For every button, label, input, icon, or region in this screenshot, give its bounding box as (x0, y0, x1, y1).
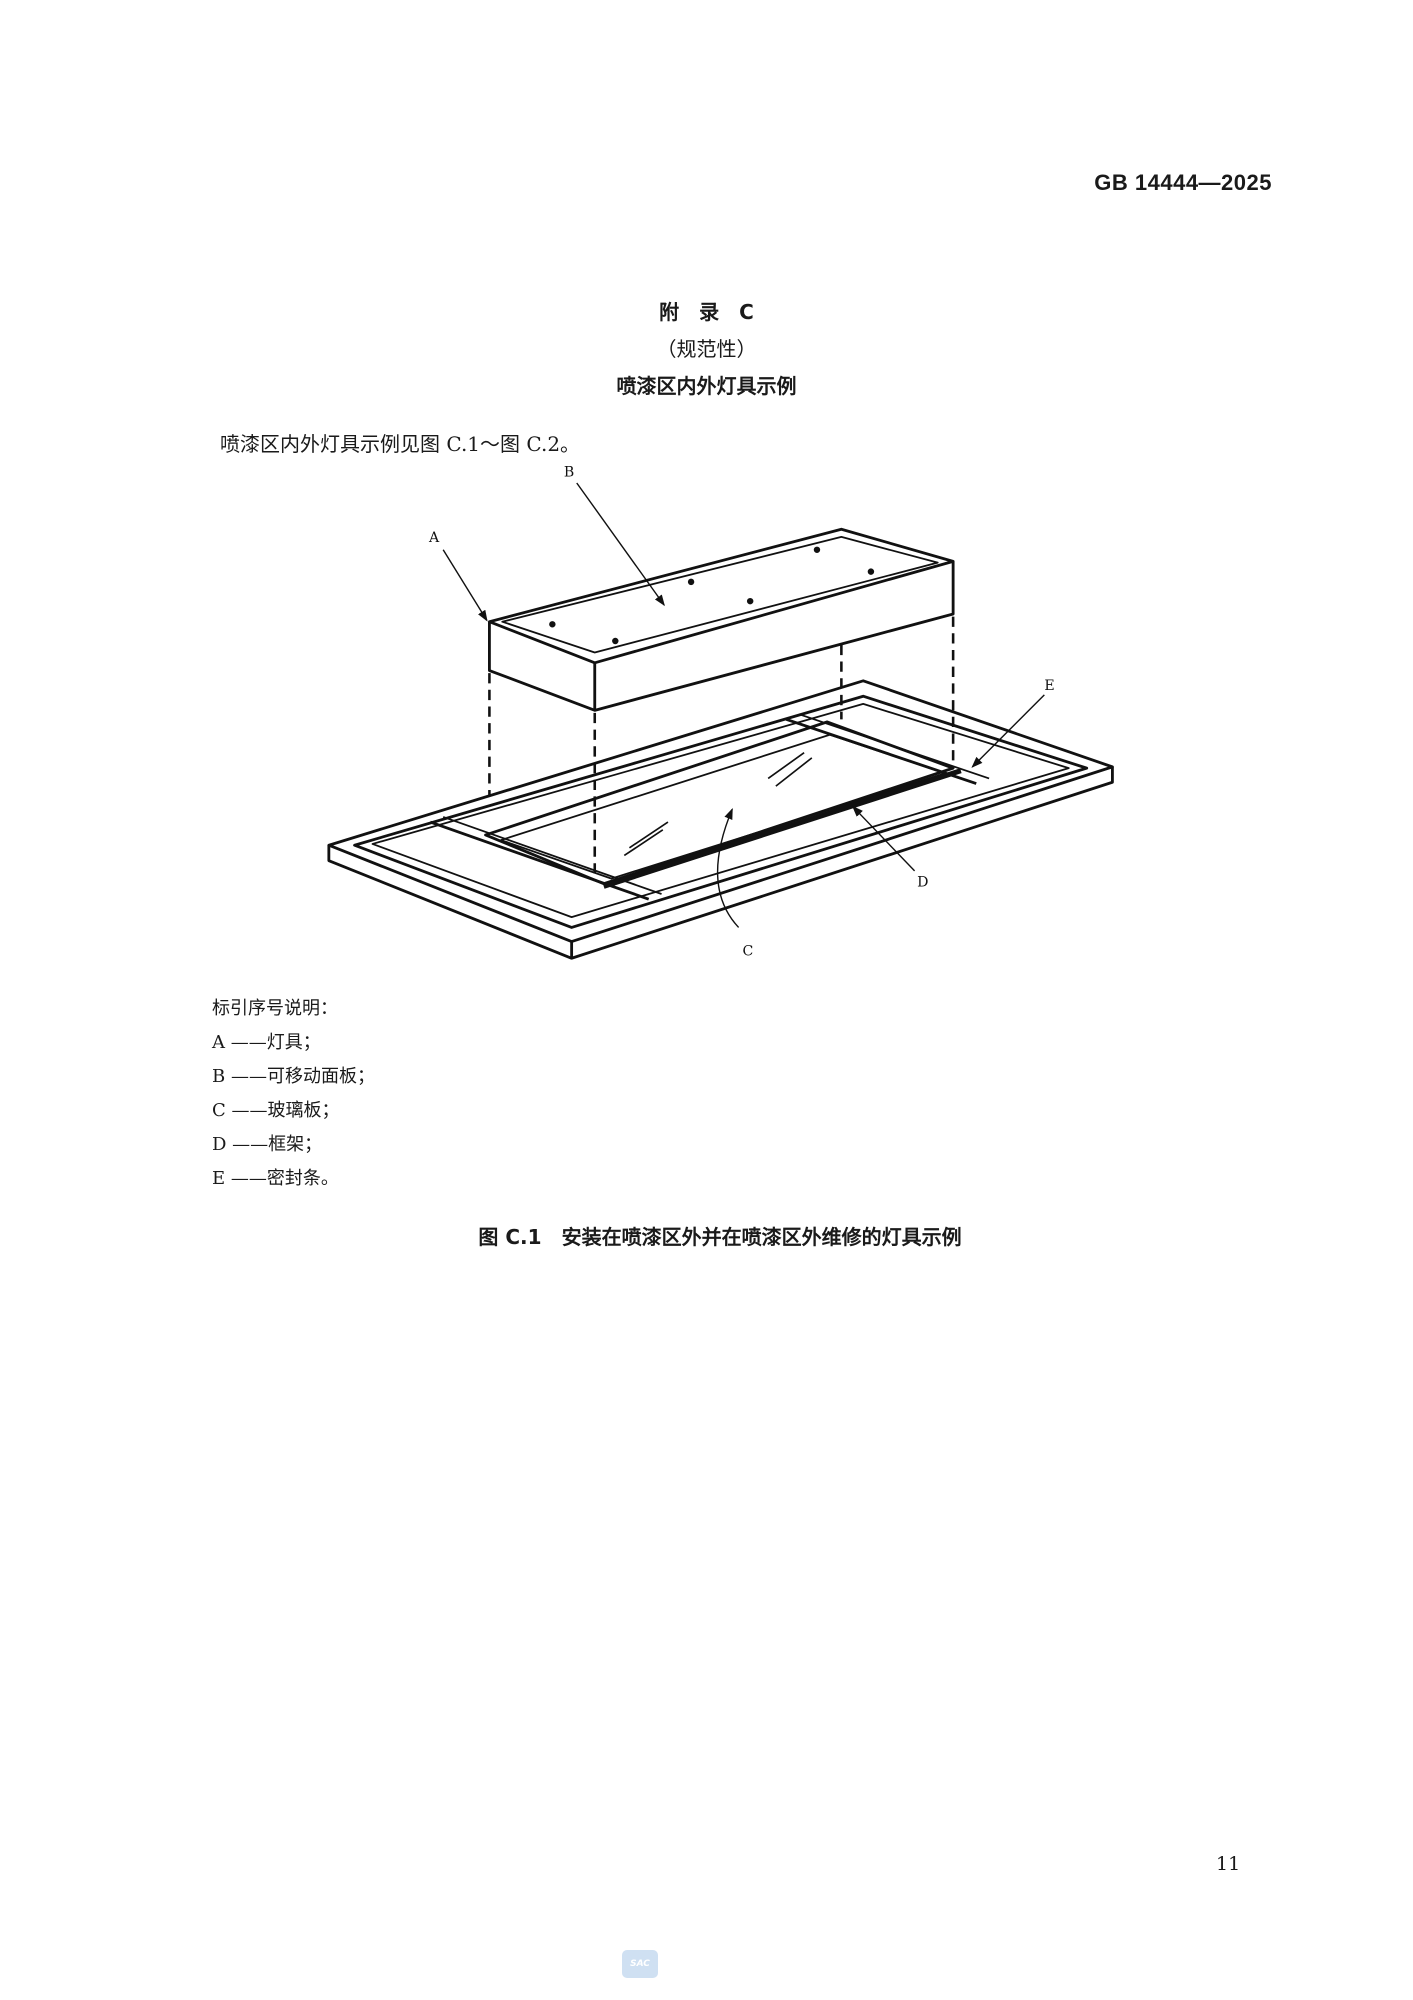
appendix-subtitle: 喷漆区内外灯具示例 (616, 374, 797, 398)
frame-drawing (327, 679, 1114, 960)
intro-paragraph: 喷漆区内外灯具示例见图 C.1～图 C.2。 (220, 432, 581, 456)
sac-watermark-logo: SAC (622, 1950, 658, 1978)
appendix-nature: （规范性） (656, 337, 757, 361)
label-c: C (742, 944, 753, 960)
label-b: B (564, 465, 574, 481)
page-number: 11 (1216, 1853, 1241, 1875)
legend-title: 标引序号说明： (212, 998, 338, 1019)
legend-item: C ——玻璃板； (212, 1100, 340, 1121)
label-e: E (1044, 678, 1054, 694)
legend-item: E ——密封条。 (212, 1168, 339, 1189)
legend-item: A ——灯具； (212, 1032, 321, 1053)
standard-number-header: GB 14444—2025 (1094, 170, 1272, 195)
appendix-title: 附 录 C (659, 300, 754, 324)
label-d: D (917, 874, 928, 890)
luminaire-box-drawing (488, 527, 955, 712)
figure-caption: 图 C.1 安装在喷漆区外并在喷漆区外维修的灯具示例 (478, 1225, 962, 1249)
legend-item: B ——可移动面板； (212, 1066, 375, 1087)
projection-lines (488, 616, 955, 882)
label-a: A (428, 530, 440, 546)
legend-item: D ——框架； (212, 1134, 323, 1155)
